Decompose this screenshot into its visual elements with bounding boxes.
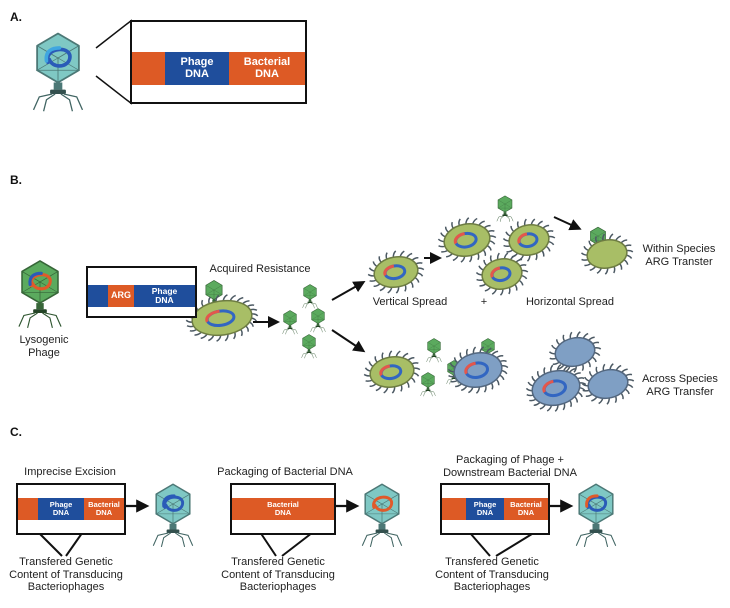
caption-c2: Transfered Genetic Content of Transducin… [221,556,335,594]
bacterial-dna-c3: Bacterial DNA [504,498,548,520]
bacterium-cell [581,363,635,405]
bacteriophage-icon [426,338,442,363]
packaging-phage-title: Packaging of Phage + Downstream Bacteria… [443,454,577,479]
arrow-to-across [331,329,366,353]
packaging-bacterial-title: Packaging of Bacterial DNA [217,466,353,478]
bacterium-cell [363,350,421,394]
bacteriophage-icon [361,483,403,548]
bacterial-dna-flank-left [132,52,165,85]
arrow-to-vertical [331,281,366,301]
bacteriophage-icon [496,195,514,222]
acquired-resistance-label: Acquired Resistance [209,263,311,275]
horizontal-spread-label: Horizontal Spread [525,296,615,308]
within-species-label: Within Species ARG Transter [642,243,716,268]
phage-dna-c1: Phage DNA [38,498,84,520]
arrow-to-within [553,216,582,231]
bacterial-dna-c1: Bacterial DNA [84,498,124,520]
bacterium-cell [548,331,602,373]
bacterium-cell [437,217,497,263]
bacteriophage-icon [420,372,436,397]
bacterial-dna-segment: Bacterial DNA [229,52,305,85]
bacterium-cell [447,346,509,394]
imprecise-excision-title: Imprecise Excision [24,466,116,478]
phage-dna-segment: Phage DNA [165,52,229,85]
bacterial-flank [18,498,38,520]
bacterium-cell [502,218,556,262]
arg-segment: ARG [108,285,134,307]
lysogenic-phage-label: Lysogenic Phage [19,334,69,359]
bacterium-cell [580,233,634,275]
bacterium-cell [185,294,259,342]
plus-sign: + [480,296,488,308]
bacteriophage-icon [301,334,317,359]
vertical-spread-label: Vertical Spread [372,296,448,308]
bacteriophage-icon [32,32,84,112]
bacteriophage-icon [18,260,62,329]
phage-dna-c3: Phage DNA [466,498,504,520]
across-species-label: Across Species ARG Transfer [642,373,718,398]
phage-dna-flank [88,285,108,307]
phage-dna-segment-b: Phage DNA [134,285,195,307]
bacteriophage-icon [282,310,298,335]
bacterium-cell [525,364,587,412]
caption-c3: Transfered Genetic Content of Transducin… [435,556,549,594]
bacterium-cell [367,250,425,294]
bacterial-flank [442,498,466,520]
panel-a-label: A. [10,10,22,24]
caption-c1: Transfered Genetic Content of Transducin… [9,556,123,594]
bacterium-cell [475,252,529,296]
panel-c-label: C. [10,425,22,439]
panel-b-label: B. [10,173,22,187]
bacteriophage-icon [152,483,194,548]
callout-line-top [95,19,133,49]
bacteriophage-icon [302,284,318,309]
bacteriophage-icon [575,483,617,548]
callout-line-bottom [95,75,133,105]
bacterial-dna-c2: Bacterial DNA [232,498,334,520]
bacteriophage-icon [310,308,326,333]
